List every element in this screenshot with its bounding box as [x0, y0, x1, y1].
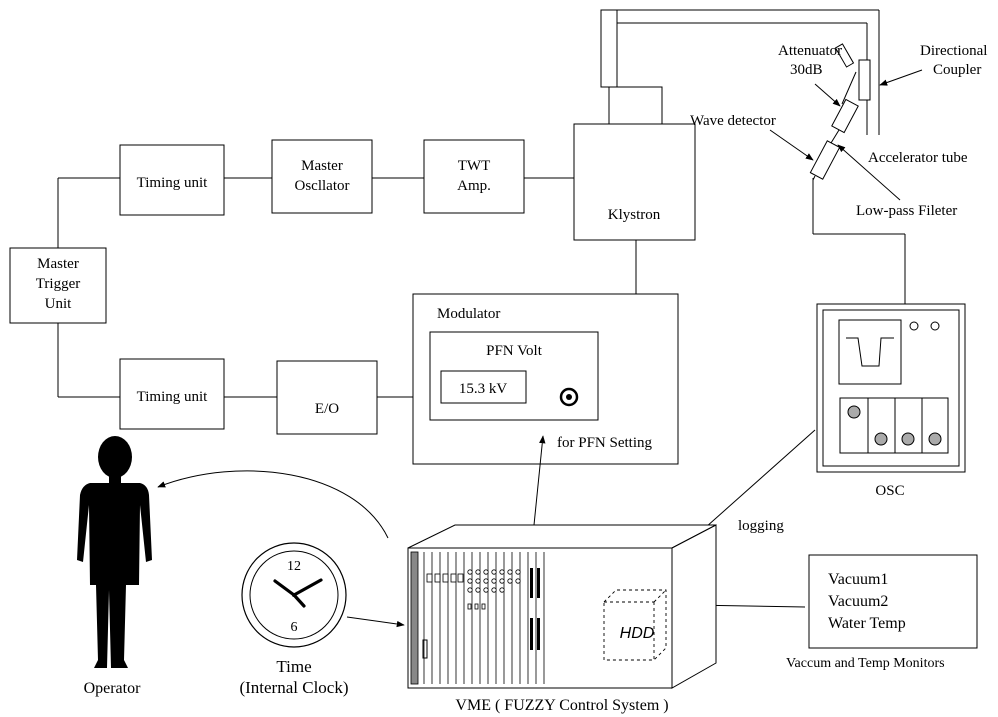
directional-coupler-icon: [858, 59, 871, 101]
rf-components: Attenuator 30dB Directional Coupler Wave…: [690, 43, 987, 219]
pfn-voltage-display: [440, 370, 527, 404]
master-trigger-line-3: Unit: [45, 296, 73, 312]
modulator: Modulator PFN Volt 15.3 kV for PFN Setti…: [412, 293, 679, 465]
monitors-caption: Vaccum and Temp Monitors: [786, 656, 945, 671]
klystron: Klystron: [573, 86, 696, 241]
monitors-box: Vacuum1 Vacuum2 Water Temp Vaccum and Te…: [786, 554, 978, 671]
osc-label: OSC: [875, 483, 904, 499]
timing-unit-bottom: Timing unit: [119, 358, 225, 430]
attenuator-line-1: Attenuator: [778, 43, 842, 59]
klystron-label: Klystron: [608, 207, 661, 223]
monitor-item: Vacuum2: [828, 593, 888, 610]
master-trigger-line-1: Master: [37, 256, 79, 272]
clock-caption-line-1: Time: [276, 657, 311, 676]
directional-coupler-line-2: Coupler: [933, 62, 981, 78]
twt-amp-line-2: Amp.: [457, 178, 491, 194]
connection-lines: [57, 9, 906, 398]
timing-unit-top-label: Timing unit: [137, 175, 209, 191]
master-trigger-line-2: Trigger: [36, 276, 80, 292]
eo-label: E/O: [315, 401, 339, 417]
pfn-volt-label: PFN Volt: [486, 343, 543, 359]
timing-unit-top: Timing unit: [119, 144, 225, 216]
monitor-item: Vacuum1: [828, 571, 888, 588]
timing-unit-bottom-label: Timing unit: [137, 389, 209, 405]
pfn-setting-arrow: [533, 435, 546, 526]
logging-label: logging: [738, 518, 784, 534]
master-trigger-unit: Master Trigger Unit: [9, 247, 107, 324]
wave-detector-label: Wave detector: [690, 113, 776, 129]
master-oscillator-line-2: Oscllator: [295, 178, 350, 194]
clock-numeral: 12: [287, 559, 301, 574]
master-oscillator-line-1: Master: [301, 158, 343, 174]
operator-arrow: [157, 470, 389, 539]
eo-converter: E/O: [276, 360, 378, 435]
clock-numeral: 6: [291, 620, 298, 635]
monitor-item: Water Temp: [828, 615, 906, 632]
directional-coupler-line-1: Directional: [920, 43, 987, 59]
accelerator-tube-label: Accelerator tube: [868, 150, 968, 166]
vme-crate: HDD VME ( FUZZY Control System ): [407, 524, 717, 714]
hdd-label: HDD: [620, 625, 655, 642]
pfn-voltage-value: 15.3 kV: [459, 381, 508, 397]
operator-label: Operator: [84, 680, 142, 697]
attenuator-line-2: 30dB: [790, 62, 823, 78]
osc-screen: [838, 319, 902, 385]
low-pass-filter-label: Low-pass Fileter: [856, 203, 957, 219]
twt-amp-line-1: TWT: [458, 158, 490, 174]
oscilloscope: OSC: [816, 303, 966, 499]
pfn-setting-label: for PFN Setting: [557, 435, 653, 451]
clock-arrow: [346, 616, 405, 628]
attenuator-icon: [831, 98, 859, 134]
modulator-title: Modulator: [437, 306, 500, 322]
hdd-icon: [603, 589, 667, 661]
twt-amp: TWT Amp.: [423, 139, 525, 214]
vme-caption: VME ( FUZZY Control System ): [455, 697, 668, 714]
master-oscillator: Master Oscllator: [271, 139, 373, 214]
operator-icon: [77, 436, 152, 668]
clock-caption-line-2: (Internal Clock): [239, 678, 348, 697]
wave-detector-icon: [809, 140, 841, 180]
osc-waveform: [846, 337, 894, 367]
clock-icon: 12 6: [241, 542, 347, 648]
